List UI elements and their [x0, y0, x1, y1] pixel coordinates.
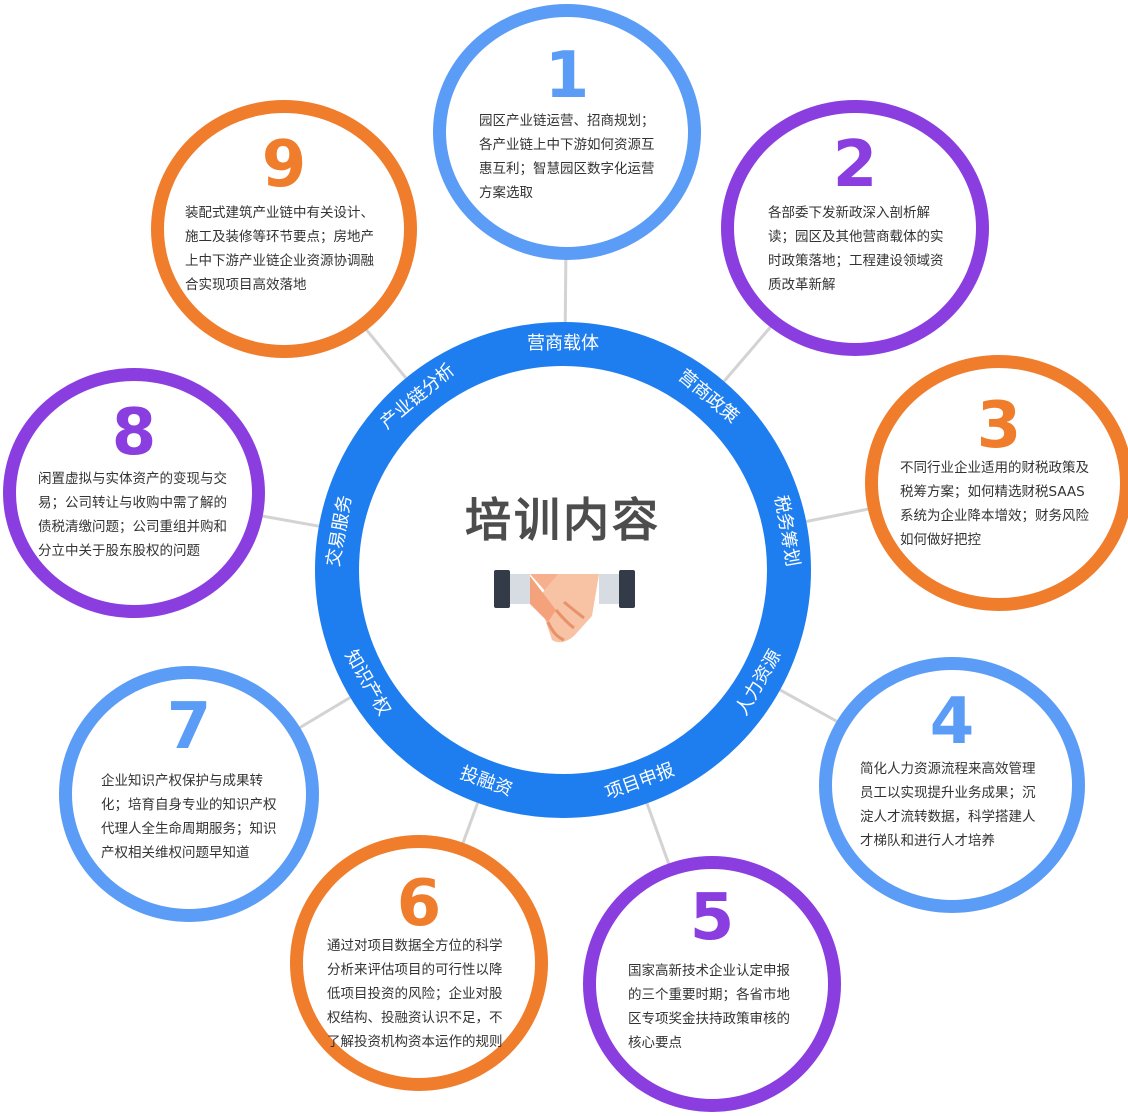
topic-number-4: 4 [929, 685, 975, 759]
topic-circle-6: 6 通过对项目数据全方位的科学 分析来评估项目的可行性以降 低项目投资的风险；企… [290, 835, 548, 1091]
topic-circle-5: 5 国家高新技术企业认定申报 的三个重要时期；各省市地 区专项奖金扶持政策审核的… [583, 856, 841, 1112]
topic-8-line: 分立中关于股东股权的问题 [38, 543, 200, 559]
topic-6-line: 权结构、投融资认识不足，不 [327, 1010, 503, 1026]
topic-text-6: 通过对项目数据全方位的科学 分析来评估项目的可行性以降 低项目投资的风险；企业对… [327, 934, 503, 1054]
topic-3-line: 税筹方案；如何精选财税SAAS [900, 484, 1085, 500]
topic-7-line: 产权相关维权问题早知道 [101, 845, 250, 861]
topic-4-line: 淀人才流转数据，科学搭建人 [860, 809, 1036, 825]
topic-9-line: 施工及装修等环节要点；房地产 [185, 229, 374, 245]
connector-line-5 [645, 802, 671, 865]
topic-6-line: 了解投资机构资本运作的规则 [327, 1034, 503, 1050]
topic-number-2: 2 [832, 128, 878, 202]
topic-4-line: 才梯队和进行人才培养 [860, 833, 995, 849]
topic-text-2: 各部委下发新政深入剖析解 读；园区及其他营商载体的实 时政策落地；工程建设领域资… [768, 201, 944, 297]
connector-line-2 [722, 324, 774, 383]
topic-text-3: 不同行业企业适用的财税政策及 税筹方案；如何精选财税SAAS 系统为企业降本增效… [900, 456, 1089, 552]
topic-text-7: 企业知识产权保护与成果转 化；培育自身专业的知识产权 代理人全生命周期服务；知识… [101, 769, 277, 865]
topic-1-line: 方案选取 [479, 185, 533, 201]
topic-4-line: 员工以实现提升业务成果；沉 [860, 785, 1036, 801]
topic-5-line: 区专项奖金扶持政策审核的 [628, 1011, 790, 1027]
topic-circle-8: 8 闲置虚拟与实体资产的变现与交 易；公司转让与收购中需了解的 债税清缴问题；公… [3, 368, 265, 618]
topic-text-5: 国家高新技术企业认定申报 的三个重要时期；各省市地 区专项奖金扶持政策审核的 核… [628, 959, 790, 1055]
topic-circle-7: 7 企业知识产权保护与成果转 化；培育自身专业的知识产权 代理人全生命周期服务；… [59, 666, 319, 922]
connector-line-1 [563, 259, 568, 323]
topic-7-line: 化；培育自身专业的知识产权 [101, 797, 277, 813]
connector-line-8 [259, 514, 320, 528]
ring-label-business-carrier: 营商载体 [527, 333, 599, 354]
connector-line-6 [461, 802, 480, 844]
connector-line-7 [298, 696, 352, 730]
topic-circle-2: 2 各部委下发新政深入剖析解 读；园区及其他营商载体的实 时政策落地；工程建设领… [721, 100, 989, 356]
topic-9-line: 装配式建筑产业链中有关设计、 [185, 205, 374, 221]
topic-2-line: 质改革新解 [768, 277, 836, 293]
topic-7-line: 企业知识产权保护与成果转 [101, 773, 263, 789]
topic-7-line: 代理人全生命周期服务；知识 [101, 821, 277, 837]
topic-1-line: 各产业链上中下游如何资源互 [479, 137, 655, 153]
topic-2-line: 时政策落地；工程建设领域资 [768, 253, 944, 269]
topic-8-line: 闲置虚拟与实体资产的变现与交 [38, 471, 227, 487]
topic-5-line: 国家高新技术企业认定申报 [628, 963, 790, 979]
topic-6-line: 低项目投资的风险；企业对股 [327, 986, 503, 1002]
topic-2-line: 读；园区及其他营商载体的实 [768, 229, 944, 245]
topic-text-1: 园区产业链运营、招商规划； 各产业链上中下游如何资源互 惠互利；智慧园区数字化运… [479, 109, 655, 205]
topic-number-5: 5 [689, 881, 735, 955]
topic-8-line: 易；公司转让与收购中需了解的 [38, 495, 227, 511]
topic-number-6: 6 [396, 867, 442, 941]
topic-circle-1: 1 园区产业链运营、招商规划； 各产业链上中下游如何资源互 惠互利；智慧园区数字… [433, 4, 701, 260]
topic-3-line: 系统为企业降本增效；财务风险 [900, 508, 1089, 524]
topic-circle-4: 4 简化人力资源流程来高效管理 员工以实现提升业务成果；沉 淀人才流转数据，科学… [819, 657, 1085, 913]
topic-text-8: 闲置虚拟与实体资产的变现与交 易；公司转让与收购中需了解的 债税清缴问题；公司重… [38, 467, 227, 563]
topic-8-line: 债税清缴问题；公司重组并购和 [38, 519, 227, 535]
topic-number-1: 1 [544, 39, 590, 113]
topic-9-line: 合实现项目高效落地 [185, 277, 307, 293]
topic-3-line: 如何做好把控 [900, 532, 981, 548]
center-title: 培训内容 [465, 493, 661, 547]
handshake-icon [494, 570, 635, 643]
topic-6-line: 通过对项目数据全方位的科学 [327, 938, 503, 954]
topic-2-line: 各部委下发新政深入剖析解 [768, 205, 930, 221]
topic-text-4: 简化人力资源流程来高效管理 员工以实现提升业务成果；沉 淀人才流转数据，科学搭建… [860, 757, 1036, 853]
topic-5-line: 的三个重要时期；各省市地 [628, 987, 790, 1003]
topic-number-7: 7 [166, 690, 212, 764]
topic-text-9: 装配式建筑产业链中有关设计、 施工及装修等环节要点；房地产 上中下游产业链企业资… [185, 201, 374, 297]
topic-4-line: 简化人力资源流程来高效管理 [860, 761, 1036, 777]
topic-5-line: 核心要点 [628, 1035, 682, 1051]
connector-line-4 [779, 688, 841, 725]
topic-3-line: 不同行业企业适用的财税政策及 [900, 460, 1089, 476]
topic-number-3: 3 [976, 389, 1022, 463]
topic-1-line: 惠互利；智慧园区数字化运营 [479, 161, 655, 177]
topic-number-9: 9 [261, 128, 307, 202]
topic-6-line: 分析来评估项目的可行性以降 [327, 962, 503, 978]
topic-9-line: 上中下游产业链企业资源协调融 [185, 253, 374, 269]
topic-number-8: 8 [111, 396, 157, 470]
connector-line-9 [363, 327, 408, 380]
topic-circle-9: 9 装配式建筑产业链中有关设计、 施工及装修等环节要点；房地产 上中下游产业链企… [151, 100, 417, 358]
connector-line-3 [805, 506, 874, 523]
topic-circle-3: 3 不同行业企业适用的财税政策及 税筹方案；如何精选财税SAAS 系统为企业降本… [865, 355, 1128, 611]
topic-1-line: 园区产业链运营、招商规划； [479, 113, 655, 129]
